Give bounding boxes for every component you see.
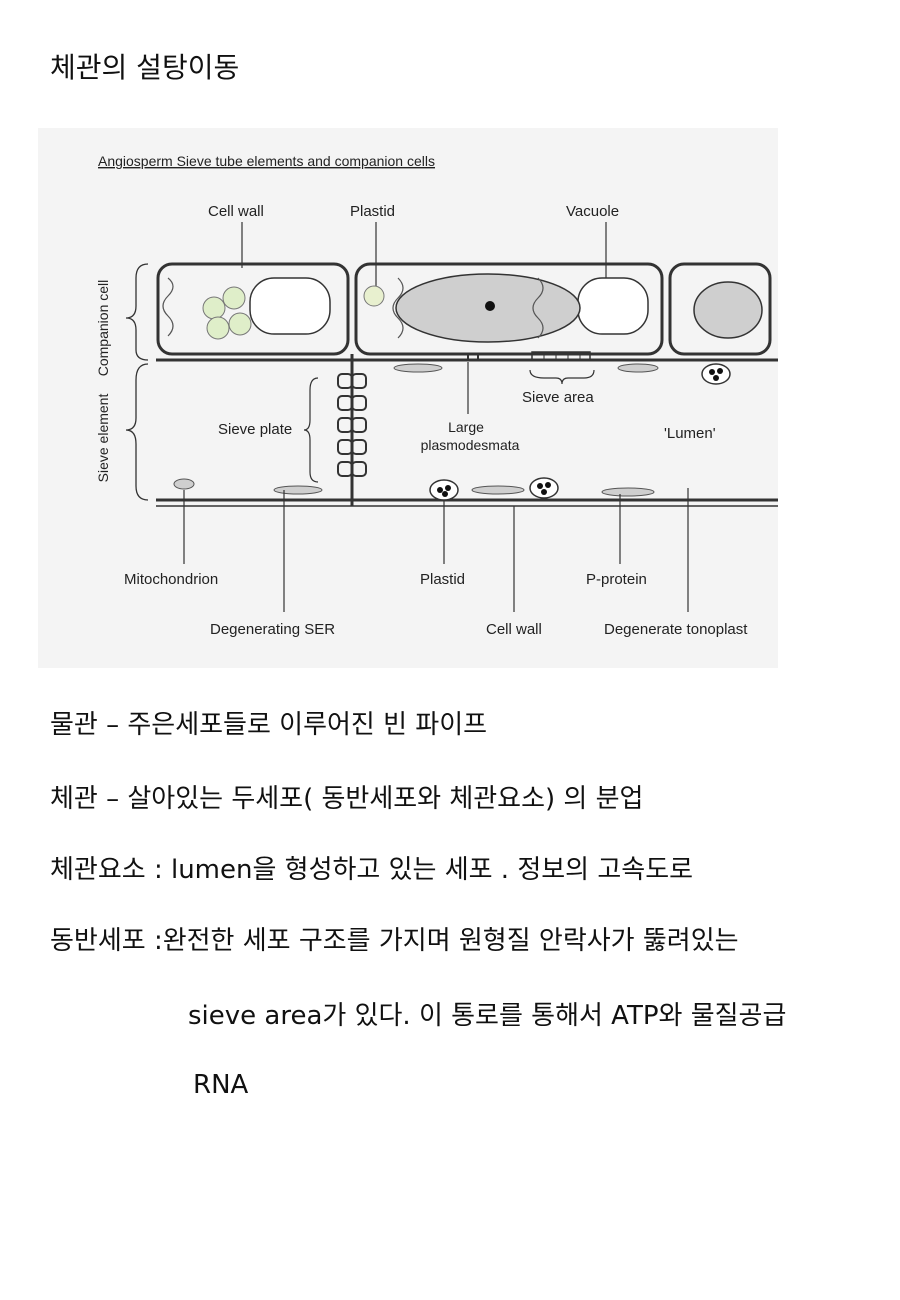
text-line-sieve-element: 체관요소 : lumen을 형성하고 있는 세포 . 정보의 고속도로 [50,855,694,885]
label-plastid-bottom: Plastid [420,571,465,588]
label-degenerate-tonoplast: Degenerate tonoplast [604,621,748,638]
label-sieve-element: Sieve element [95,394,111,483]
label-plastid-top: Plastid [350,203,395,220]
text-line-companion-cell: 동반세포 :완전한 세포 구조를 가지며 원형질 안락사가 뚫려있는 [50,926,739,956]
text-line-xylem: 물관 – 주은세포들로 이루어진 빈 파이프 [50,710,488,740]
page-title: 체관의 설탕이동 [50,51,240,84]
label-large-plasmodesmata: Large [448,419,484,435]
text-line-rna: RNA [193,1070,249,1100]
label-vacuole: Vacuole [566,203,619,220]
text-line-sieve-area: sieve area가 있다. 이 통로를 통해서 ATP와 물질공급 [188,1001,787,1031]
text-line-phloem: 체관 – 살아있는 두세포( 동반세포와 체관요소) 의 분업 [50,784,644,814]
label-lumen: 'Lumen' [664,425,716,442]
label-degenerating-ser: Degenerating SER [210,621,335,638]
label-companion-cell: Companion cell [95,280,111,377]
diagram-heading: Angiosperm Sieve tube elements and compa… [98,153,435,169]
label-large-plasmodesmata-2: plasmodesmata [421,437,520,453]
label-sieve-plate: Sieve plate [218,421,292,438]
sieve-tube-diagram: Angiosperm Sieve tube elements and compa… [38,128,778,668]
label-cell-wall-top: Cell wall [208,203,264,220]
label-sieve-area: Sieve area [522,389,594,406]
label-cell-wall-bottom: Cell wall [486,621,542,638]
label-mitochondrion: Mitochondrion [124,571,218,588]
label-p-protein: P-protein [586,571,647,588]
